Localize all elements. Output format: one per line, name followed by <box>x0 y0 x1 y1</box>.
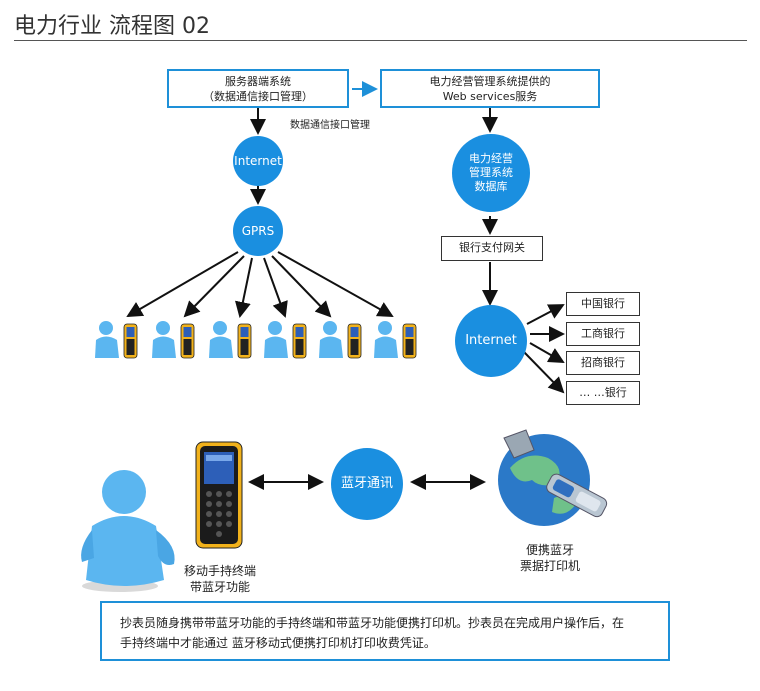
field-worker-2 <box>152 321 195 359</box>
gprs-fanout-arrows <box>126 251 394 318</box>
bank-box-3: 招商银行 <box>566 351 640 375</box>
printer-caption-line2: 票据打印机 <box>519 559 580 573</box>
gprs-node: GPRS <box>233 206 283 256</box>
printer-globe-icon <box>498 429 608 526</box>
field-worker-1 <box>95 321 138 359</box>
bank-box-4: … …银行 <box>566 381 640 405</box>
server-system-title: 服务器端系统 <box>225 75 291 88</box>
bank-gateway-box: 银行支付网关 <box>441 236 543 261</box>
bank-box-2: 工商银行 <box>566 322 640 346</box>
database-node: 电力经营 管理系统 数据库 <box>452 134 530 212</box>
field-workers-row <box>95 321 417 359</box>
person-icon <box>81 470 175 592</box>
description-line1: 抄表员随身携带带蓝牙功能的手持终端和带蓝牙功能便携打印机。抄表员在完成用户操作后… <box>120 616 625 630</box>
description-box: 抄表员随身携带带蓝牙功能的手持终端和带蓝牙功能便携打印机。抄表员在完成用户操作后… <box>100 601 670 661</box>
handheld-caption-line2: 带蓝牙功能 <box>189 580 250 594</box>
handheld-caption-line1: 移动手持终端 <box>183 564 256 578</box>
web-services-subtitle: Web services服务 <box>442 90 538 103</box>
database-line1: 电力经营 <box>469 152 513 165</box>
database-line2: 管理系统 <box>469 166 513 179</box>
description-line2: 手持终端中才能通过 蓝牙移动式便携打印机打印收费凭证。 <box>120 636 436 650</box>
data-interface-label: 数据通信接口管理 <box>290 120 370 131</box>
page-title: 电力行业 流程图 02 <box>14 14 210 39</box>
handheld-caption: 移动手持终端 带蓝牙功能 <box>172 563 268 595</box>
field-worker-6 <box>374 321 417 359</box>
internet-node-right: Internet <box>455 305 527 377</box>
field-worker-4 <box>264 321 307 359</box>
bluetooth-node: 蓝牙通讯 <box>331 448 403 520</box>
title-divider <box>14 40 747 41</box>
internet-node-left: Internet <box>233 136 283 186</box>
server-system-box: 服务器端系统 （数据通信接口管理） <box>167 69 349 108</box>
bank-box-1: 中国银行 <box>566 292 640 316</box>
printer-caption-line1: 便携蓝牙 <box>525 543 574 557</box>
field-worker-5 <box>319 321 362 359</box>
web-services-title: 电力经营管理系统提供的 <box>429 75 551 88</box>
field-worker-3 <box>209 321 252 359</box>
database-line3: 数据库 <box>474 180 508 193</box>
server-system-subtitle: （数据通信接口管理） <box>203 90 313 103</box>
web-services-box: 电力经营管理系统提供的 Web services服务 <box>380 69 600 108</box>
handheld-device-icon <box>195 441 243 549</box>
printer-caption: 便携蓝牙 票据打印机 <box>502 542 598 574</box>
internet-to-banks-arrows <box>523 304 565 394</box>
